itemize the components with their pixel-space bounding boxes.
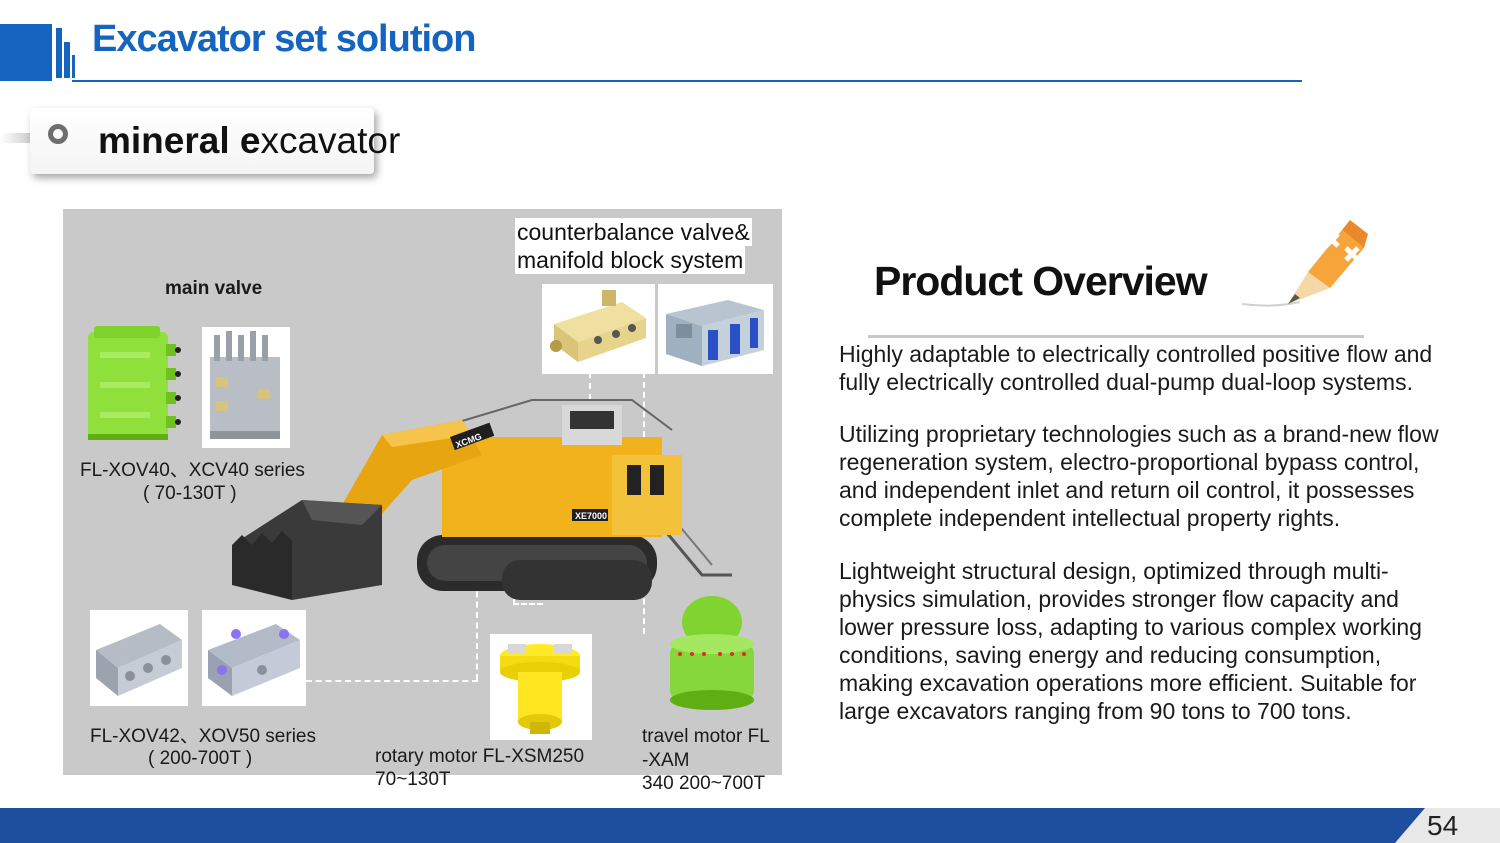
overview-title: Product Overview <box>874 258 1208 304</box>
page-title: Excavator set solution <box>92 18 476 60</box>
grey-main-valve-image <box>202 327 290 448</box>
rotary-motor-label: rotary motor FL-XSM250 <box>375 746 585 767</box>
page-number: 54 <box>1427 810 1459 841</box>
header-logo-block <box>0 24 52 81</box>
overview-paragraph-1: Highly adaptable to electrically control… <box>839 341 1433 395</box>
xov42-valve-image <box>90 610 188 706</box>
counterbalance-label-line: manifold block system <box>515 246 746 274</box>
header-logo-bar <box>64 42 70 78</box>
rotary-motor-range: 70~130T <box>375 769 451 790</box>
xov40-series-label: FL-XOV40、XCV40 series <box>80 460 305 481</box>
footer-bar <box>0 808 1500 843</box>
xov50-valve-image <box>202 610 306 706</box>
section-title-rest: xcavator <box>260 120 401 161</box>
overview-divider <box>868 335 1364 338</box>
section-tag <box>30 108 374 174</box>
header-logo-bar <box>72 55 75 78</box>
section-title-bold: mineral e <box>98 120 261 161</box>
manifold-block-image <box>658 284 773 374</box>
tag-ring-icon <box>48 124 68 144</box>
counterbalance-label-line: counterbalance valve& <box>515 218 752 246</box>
connector-line <box>513 603 543 605</box>
machine-model: XE7000 <box>575 511 607 521</box>
xov40-range-label: ( 70-130T ) <box>143 483 237 504</box>
counterbalance-valve-image <box>542 284 655 374</box>
rotary-motor-image <box>490 634 592 740</box>
header-divider <box>72 80 1302 82</box>
counterbalance-label: counterbalance valve& manifold block sys… <box>515 218 752 274</box>
connector-line <box>476 550 478 680</box>
travel-motor-range: 340 200~700T <box>642 773 766 794</box>
section-title: mineral excavator <box>98 120 400 162</box>
travel-motor-image <box>662 592 762 716</box>
overview-paragraph-3: Lightweight structural design, optimized… <box>839 558 1422 724</box>
connector-line <box>306 680 478 682</box>
main-valve-label: main valve <box>165 278 263 299</box>
travel-motor-label: travel motor FL <box>642 726 770 747</box>
connector-line <box>589 372 591 422</box>
green-main-valve-image <box>80 322 185 448</box>
pencil-icon <box>1241 212 1372 330</box>
xov42-range-label: ( 200-700T ) <box>148 748 253 769</box>
excavator-image: XCMG XE7000 <box>232 385 742 620</box>
overview-paragraph-2: Utilizing proprietary technologies such … <box>839 421 1439 531</box>
travel-motor-label-2: -XAM <box>642 750 690 771</box>
header-logo-bar <box>56 28 62 78</box>
xov42-series-label: FL-XOV42、XOV50 series <box>90 726 316 747</box>
